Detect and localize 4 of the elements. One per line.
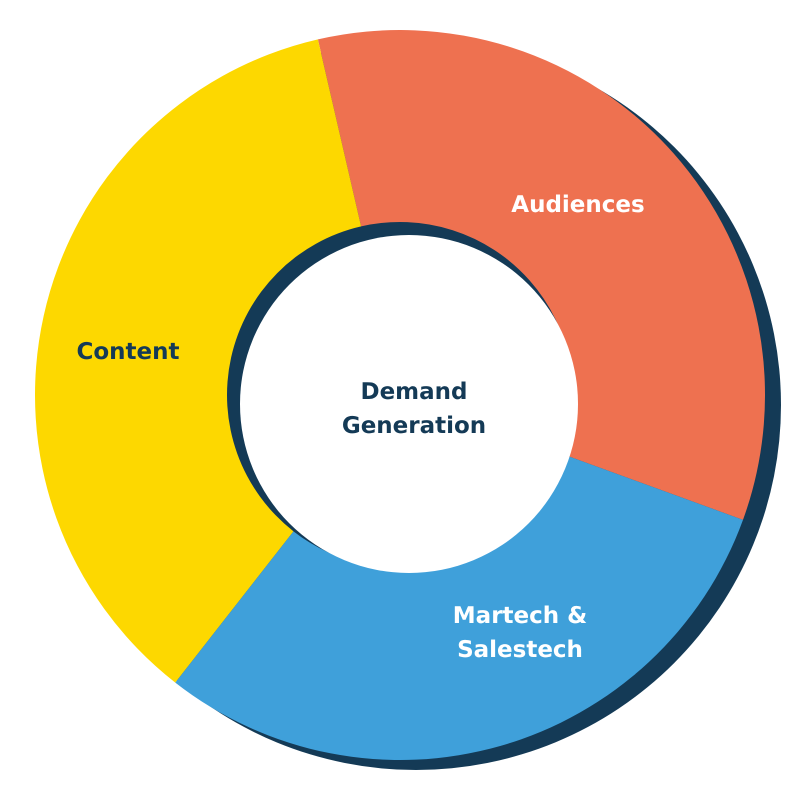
segment-label: Audiences	[510, 191, 646, 220]
segment-label: Content	[75, 338, 181, 367]
hub-label: Demand Generation	[340, 378, 488, 441]
segment-label: Martech & Salestech	[452, 602, 588, 665]
